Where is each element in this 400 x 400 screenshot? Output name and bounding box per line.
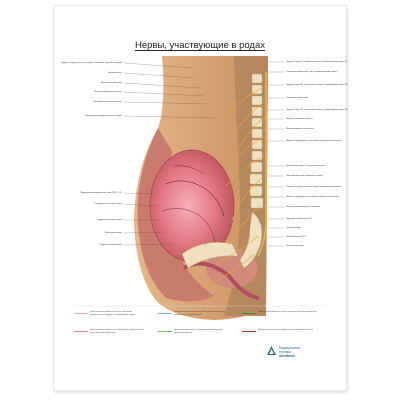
label-left-10: Маточные ветви [105, 232, 122, 234]
label-left-2: Чревный узел [107, 72, 122, 74]
label-right-13: Маточно-влагалищное сплетение [286, 206, 321, 208]
label-right-12: Нижнее подчревное сплетение (тазовое спл… [286, 196, 339, 198]
label-right-1: Грудной нерв XI, вентральная ветвь (межр… [286, 61, 348, 63]
brand-logo-icon [267, 346, 276, 355]
legend-swatch-5 [242, 313, 256, 314]
nerve-network-green [203, 155, 251, 247]
label-left-9: Бедренно-половой нерв [97, 219, 122, 221]
label-right-8: Верхнее подчревное сплетение (пресакраль… [286, 140, 342, 142]
nerve-network [203, 85, 267, 287]
label-left-3: Аортопочечный узел [101, 82, 122, 84]
legend-item-5: Двигательные волокна к телу и дну матки … [258, 311, 317, 313]
label-left-6: Поясничные внутренностные нервы [85, 115, 122, 117]
label-right-2: Симпатический ствол, узел (симпатический… [286, 71, 338, 73]
label-right-11: Тазовые внутренностные нервы (парасимпат… [286, 186, 341, 188]
label-left-5: Межбрыжеечное сплетение [93, 101, 122, 103]
legend-swatch-6 [242, 331, 256, 332]
label-right-3: Грудной нерв XII, вентральная ветвь (под… [286, 84, 348, 86]
poster-title: Нервы, участвующие в родах [134, 40, 266, 51]
label-right-9: Крестцовый нерв I, вентральная ветвь [286, 165, 326, 167]
label-left-7: Подвздошно-подчревный нерв (Th12, L1) [80, 192, 122, 194]
label-right-17: Ректальный нерв [286, 245, 304, 247]
legend-item-4: Двигательные волокна к телу матки (симпа… [174, 329, 223, 334]
label-right-10: Поясничный нерв (правый и левый) [286, 175, 323, 177]
label-left-1: Грудные внутренностные нервы: большой, м… [60, 62, 122, 64]
legend-swatch-4 [158, 331, 172, 332]
legend-swatch-1 [74, 313, 88, 314]
label-right-4: Спинномозговой нерв [286, 97, 309, 99]
abdominal-wall [137, 128, 214, 302]
brand-text: Медицинская техника AlmaMedi [279, 346, 300, 358]
poster: Нервы, участвующие в родах [54, 6, 348, 390]
anatomy-illustration [74, 56, 326, 320]
label-right-7: Мочеточниковое сплетение [286, 128, 314, 130]
legend-item-6: Двигательные волокна к шейке матки (пара… [258, 329, 314, 331]
spinal-cord [257, 72, 268, 257]
label-right-14: Пудендальный нерв S2-4 [286, 218, 312, 220]
label-right-5: Грудной нерв XII, вентральная ветвь (под… [286, 109, 348, 111]
leader-lines-left [123, 62, 215, 246]
label-left-11: Задний срамной нерв [99, 244, 122, 246]
legend-item-3: Чувствительные волокна от нижней части в… [174, 311, 226, 316]
brand-line-1: Медицинская [279, 346, 300, 350]
legend-item-1: Чувствительные волокна от тела и дна мат… [90, 311, 136, 316]
label-left-4: Верхний брыжеечный узел [94, 91, 122, 93]
legend-swatch-2 [74, 331, 88, 332]
pelvic-bone [181, 242, 239, 269]
legend-swatch-3 [158, 313, 172, 314]
label-right-6: Нижний брыжеечный узел [286, 118, 313, 120]
legend-item-2: Чувствительные волокна от шейки матки и … [90, 329, 144, 334]
label-left-8: Подвздошно-паховый нерв [94, 203, 122, 205]
brand-line-3: AlmaMedi [279, 354, 295, 358]
label-right-15: Срамной нерв [286, 227, 301, 229]
leader-lines-right [268, 61, 284, 247]
brand-line-2: техника [279, 350, 291, 354]
label-right-16: Срамной нерв S2-4 [286, 236, 306, 238]
spine [239, 73, 264, 269]
